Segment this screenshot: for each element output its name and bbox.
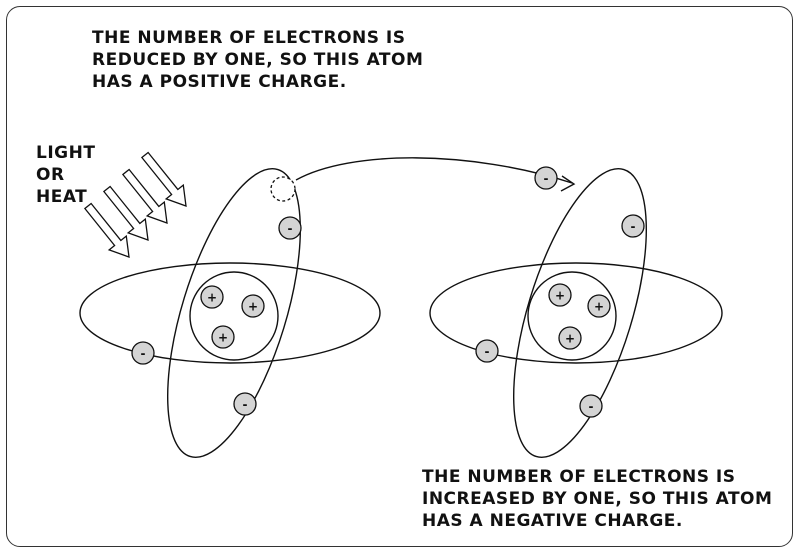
electron: -	[535, 167, 557, 189]
svg-text:-: -	[485, 345, 490, 359]
svg-text:+: +	[565, 332, 575, 346]
svg-text:-: -	[589, 400, 594, 414]
svg-text:+: +	[218, 331, 228, 345]
transfer-arrowhead	[561, 176, 574, 191]
svg-text:-: -	[243, 398, 248, 412]
svg-text:+: +	[248, 300, 258, 314]
svg-text:-: -	[288, 222, 293, 236]
proton: +	[549, 284, 571, 306]
left-nucleus	[190, 272, 278, 360]
negative-atom	[430, 154, 722, 471]
positive-atom	[80, 154, 380, 471]
proton: +	[242, 295, 264, 317]
proton: +	[212, 326, 234, 348]
svg-text:+: +	[555, 289, 565, 303]
svg-text:-: -	[544, 172, 549, 186]
proton: +	[559, 327, 581, 349]
proton: +	[588, 295, 610, 317]
electron-transfer-path	[296, 158, 572, 183]
svg-text:-: -	[141, 347, 146, 361]
svg-text:+: +	[207, 291, 217, 305]
svg-text:-: -	[631, 220, 636, 234]
incoming-energy-arrows	[85, 152, 186, 257]
electron: -	[234, 393, 256, 415]
electron-vacancy	[271, 177, 295, 201]
electron: -	[279, 217, 301, 239]
electron: -	[476, 340, 498, 362]
electron: -	[132, 342, 154, 364]
proton: +	[201, 286, 223, 308]
electron: -	[622, 215, 644, 237]
electron: -	[580, 395, 602, 417]
svg-text:+: +	[594, 300, 604, 314]
